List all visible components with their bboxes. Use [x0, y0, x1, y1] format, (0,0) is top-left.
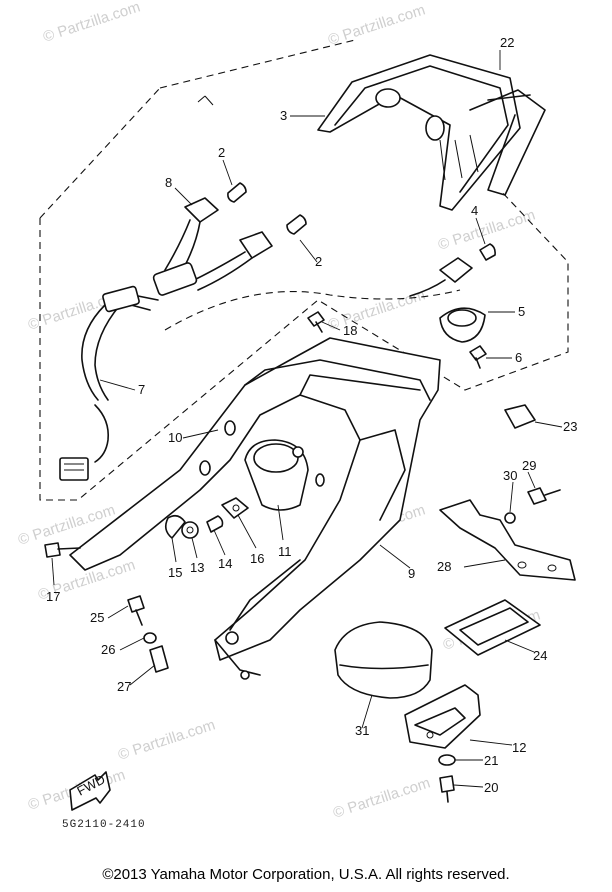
watermark: © Partzilla.com — [331, 774, 432, 821]
collar-set — [127, 595, 169, 673]
lamp-bracket — [244, 439, 309, 511]
part-label-25: 25 — [90, 610, 104, 625]
watermark: © Partzilla.com — [326, 286, 427, 333]
watermark: © Partzilla.com — [326, 1, 427, 48]
strap — [444, 599, 541, 656]
washer-and-screw — [438, 754, 456, 803]
leader-lines — [51, 50, 563, 788]
part-label-6: 6 — [515, 350, 522, 365]
part-label-30: 30 — [503, 468, 517, 483]
part-label-3: 3 — [280, 108, 287, 123]
forward-direction-icon: FWD — [69, 771, 111, 811]
watermark: © Partzilla.com — [41, 0, 142, 46]
part-label-10: 10 — [168, 430, 182, 445]
part-label-18: 18 — [343, 323, 357, 338]
hardware-set — [44, 497, 249, 558]
part-label-16: 16 — [250, 551, 264, 566]
part-label-31: 31 — [355, 723, 369, 738]
tail-light-assembly — [317, 54, 546, 211]
pad-and-holder — [334, 621, 481, 749]
screw-icon — [307, 311, 487, 369]
part-label-22: 22 — [500, 35, 514, 50]
rear-fender — [69, 337, 441, 680]
part-label-8: 8 — [165, 175, 172, 190]
part-label-9: 9 — [408, 566, 415, 581]
part-label-29: 29 — [522, 458, 536, 473]
group-bracket — [197, 95, 214, 106]
part-label-20: 20 — [484, 780, 498, 795]
socket-assembly — [409, 243, 496, 343]
watermark: © Partzilla.com — [116, 716, 217, 763]
part-label-2: 2 — [218, 145, 225, 160]
part-label-5: 5 — [518, 304, 525, 319]
part-label-4: 4 — [471, 203, 478, 218]
part-label-27: 27 — [117, 679, 131, 694]
part-label-28: 28 — [437, 559, 451, 574]
bulb-icon — [227, 182, 307, 235]
part-labels: 22 3 2 8 2 4 5 18 6 7 10 23 29 30 28 9 1… — [46, 35, 577, 795]
part-label-23: 23 — [563, 419, 577, 434]
part-label-15: 15 — [168, 565, 182, 580]
part-label-24: 24 — [533, 648, 547, 663]
copyright-notice: ©2013 Yamaha Motor Corporation, U.S.A. A… — [102, 866, 510, 883]
part-label-17: 17 — [46, 589, 60, 604]
part-label-21: 21 — [484, 753, 498, 768]
part-label-26: 26 — [101, 642, 115, 657]
part-label-7: 7 — [138, 382, 145, 397]
part-label-12: 12 — [512, 740, 526, 755]
license-bracket-set — [439, 404, 576, 581]
part-label-11: 11 — [278, 544, 292, 559]
part-label-13: 13 — [190, 560, 204, 575]
wire-harness — [59, 285, 461, 481]
socket-cord-assembly — [152, 197, 273, 296]
diagram-code: 5G2110-2410 — [62, 819, 146, 831]
part-label-14: 14 — [218, 556, 232, 571]
assembly-group-outline — [39, 39, 569, 501]
part-label-2b: 2 — [315, 254, 322, 269]
